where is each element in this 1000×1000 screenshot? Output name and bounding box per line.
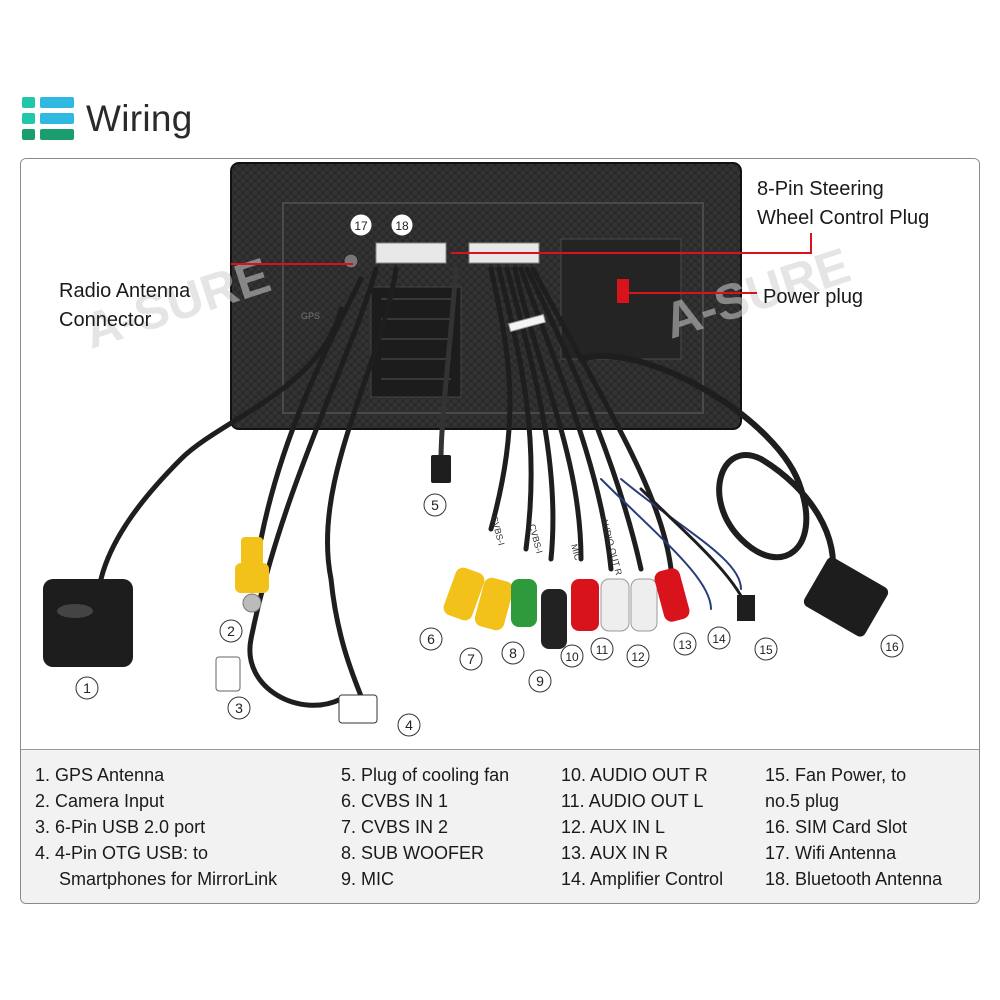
legend-col-4: 15. Fan Power, to no.5 plug 16. SIM Card… — [765, 762, 942, 892]
marker-8: 8 — [501, 641, 525, 665]
gps-antenna-puck — [43, 579, 133, 667]
steering-leader — [451, 233, 812, 254]
legend-item: 17. Wifi Antenna — [765, 843, 897, 863]
svg-text:7: 7 — [467, 651, 475, 667]
marker-4: 4 — [397, 713, 421, 737]
legend-item: 10. AUDIO OUT R — [561, 765, 708, 785]
diagram-svg: GPS A-SURE A-SURE — [43, 162, 904, 737]
legend-col-2: 5. Plug of cooling fan 6. CVBS IN 1 7. C… — [341, 762, 509, 892]
steering-line-2: Wheel Control Plug — [757, 207, 930, 229]
legend-item: 4. 4-Pin OTG USB: to — [35, 843, 209, 863]
camera-rca — [235, 537, 269, 613]
svg-text:17: 17 — [354, 219, 368, 233]
fan-plug — [431, 455, 451, 483]
radio-antenna-line-1: Radio Antenna — [59, 280, 191, 302]
svg-text:16: 16 — [885, 640, 899, 654]
legend-item: 6. CVBS IN 1 — [341, 791, 449, 811]
svg-text:9: 9 — [536, 673, 544, 689]
marker-5: 5 — [423, 493, 447, 517]
gps-port-label: GPS — [301, 311, 320, 321]
power-plug-label: Power plug — [763, 286, 864, 308]
svg-text:10: 10 — [565, 650, 579, 664]
section-header: Wiring — [22, 96, 193, 142]
marker-2: 2 — [219, 619, 243, 643]
steering-line-1: 8-Pin Steering — [757, 178, 884, 200]
svg-text:11: 11 — [596, 643, 609, 657]
legend-col-1: 1. GPS Antenna 2. Camera Input 3. 6-Pin … — [35, 762, 277, 892]
legend-item: 13. AUX IN R — [561, 843, 669, 863]
legend-item: 5. Plug of cooling fan — [341, 765, 510, 785]
legend-col-3: 10. AUDIO OUT R 11. AUDIO OUT L 12. AUX … — [561, 762, 723, 892]
radio-antenna-line-2: Connector — [59, 309, 152, 331]
marker-15: 15 — [754, 637, 778, 661]
svg-text:1: 1 — [83, 680, 91, 696]
legend-item: 14. Amplifier Control — [561, 869, 724, 889]
marker-3: 3 — [227, 696, 251, 720]
mic-tag: MIC — [569, 543, 583, 562]
gps-cable — [98, 306, 344, 582]
svg-text:12: 12 — [631, 650, 645, 664]
legend-item: 12. AUX IN L — [561, 817, 666, 837]
marker-18: 18 — [390, 213, 414, 237]
legend-item: no.5 plug — [765, 791, 840, 811]
cables — [98, 266, 836, 722]
legend-item: 15. Fan Power, to — [765, 765, 907, 785]
legend-item: 2. Camera Input — [35, 791, 165, 811]
fan-power-plug — [737, 595, 755, 621]
marker-11: 11 — [590, 637, 614, 661]
legend: 1. GPS Antenna 2. Camera Input 3. 6-Pin … — [21, 749, 979, 903]
marker-7: 7 — [459, 647, 483, 671]
zip-tie — [507, 313, 547, 333]
svg-text:15: 15 — [759, 643, 773, 657]
sim-card-slot — [803, 557, 889, 637]
svg-text:3: 3 — [235, 700, 243, 716]
wiring-diagram: GPS A-SURE A-SURE — [21, 159, 979, 749]
marker-6: 6 — [419, 627, 443, 651]
legend-item: 18. Bluetooth Antenna — [765, 869, 943, 889]
legend-item: 9. MIC — [341, 869, 395, 889]
rca-connectors — [443, 567, 690, 649]
wiring-frame: GPS A-SURE A-SURE — [20, 158, 980, 904]
legend-item: 8. SUB WOOFER — [341, 843, 485, 863]
marker-13: 13 — [673, 632, 697, 656]
svg-text:18: 18 — [395, 219, 409, 233]
page-title: Wiring — [86, 98, 193, 139]
svg-text:5: 5 — [431, 497, 439, 513]
radio-antenna-label: Radio Antenna Connector — [59, 277, 190, 335]
list-icon — [22, 97, 74, 141]
svg-text:14: 14 — [712, 632, 726, 646]
marker-17: 17 — [349, 213, 373, 237]
marker-14: 14 — [707, 626, 731, 650]
marker-16: 16 — [880, 634, 904, 658]
marker-10: 10 — [560, 644, 584, 668]
svg-text:4: 4 — [405, 717, 413, 733]
svg-text:13: 13 — [678, 638, 692, 652]
marker-1: 1 — [75, 676, 99, 700]
svg-text:6: 6 — [427, 631, 435, 647]
legend-item: Smartphones for MirrorLink — [59, 869, 278, 889]
legend-item: 1. GPS Antenna — [35, 765, 165, 785]
svg-text:8: 8 — [509, 645, 517, 661]
usb-plug-3 — [215, 656, 241, 692]
legend-item: 16. SIM Card Slot — [765, 817, 908, 837]
legend-item: 3. 6-Pin USB 2.0 port — [35, 817, 206, 837]
marker-12: 12 — [626, 644, 650, 668]
svg-text:2: 2 — [227, 623, 235, 639]
legend-item: 7. CVBS IN 2 — [341, 817, 449, 837]
markers: 1 2 3 4 5 6 7 8 9 10 11 12 13 14 15 16 1… — [75, 213, 904, 737]
legend-item: 11. AUDIO OUT L — [561, 791, 704, 811]
marker-9: 9 — [528, 669, 552, 693]
usb-plug-4 — [338, 694, 378, 724]
steering-label: 8-Pin Steering Wheel Control Plug — [757, 175, 929, 233]
